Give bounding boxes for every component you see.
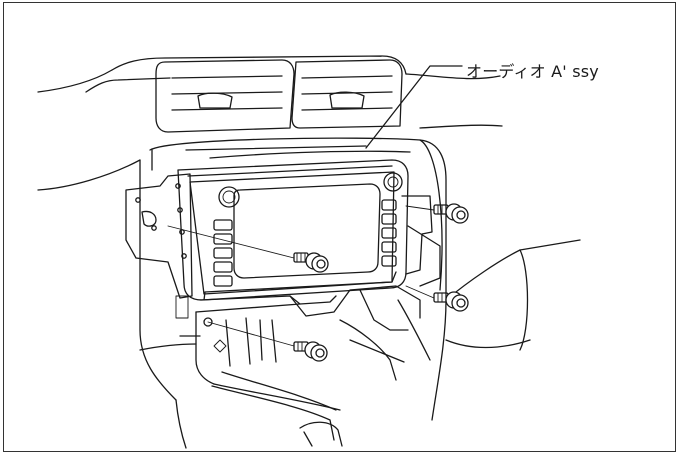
center-panel-housing bbox=[139, 137, 581, 421]
lower-console bbox=[139, 285, 431, 411]
cable-harness bbox=[175, 371, 343, 449]
right-bracket bbox=[401, 195, 441, 287]
audio-assembly bbox=[177, 159, 409, 301]
callout-leader bbox=[365, 65, 463, 149]
air-vent-left bbox=[155, 59, 295, 133]
left-bracket bbox=[125, 173, 193, 299]
screw-right-lower bbox=[405, 285, 469, 312]
screw-right-upper bbox=[405, 203, 469, 224]
audio-assembly-label: オーディオ A' ssy bbox=[466, 62, 599, 81]
dashboard-contour bbox=[37, 55, 503, 191]
air-vent-right bbox=[291, 59, 403, 129]
screw-lower bbox=[207, 321, 328, 362]
screw-center bbox=[167, 225, 329, 273]
